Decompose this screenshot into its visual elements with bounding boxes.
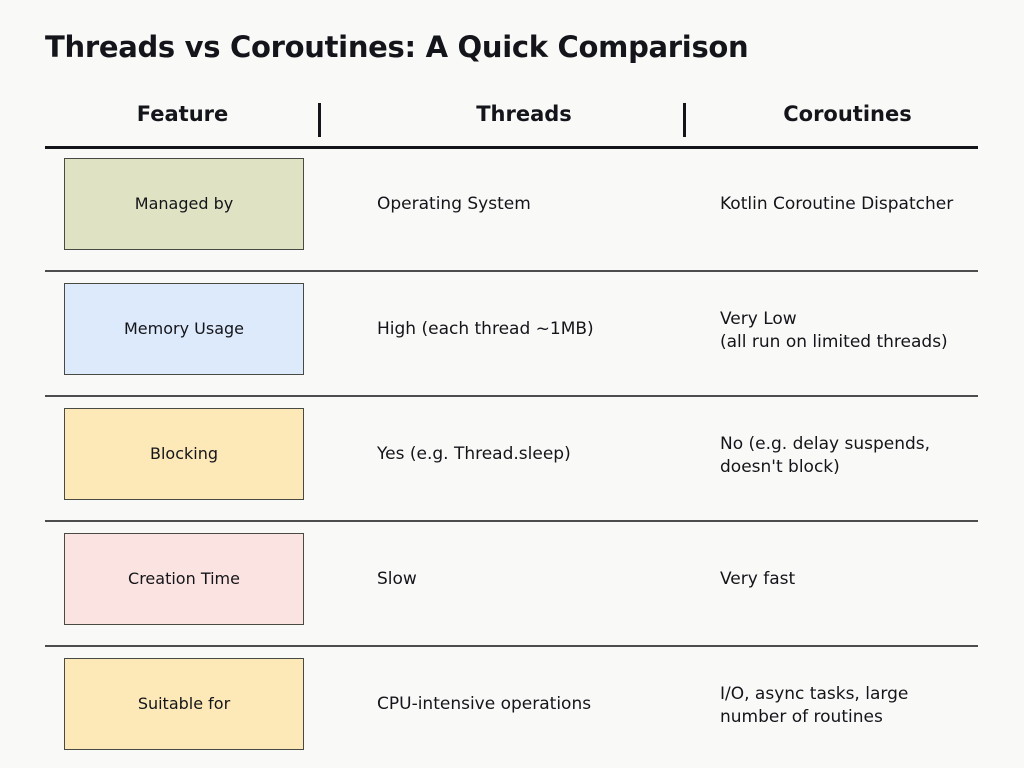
feature-box: Suitable for	[64, 658, 304, 750]
feature-label: Blocking	[149, 444, 218, 463]
feature-label: Managed by	[134, 194, 234, 213]
header-separator-icon-2	[683, 103, 686, 137]
page-title: Threads vs Coroutines: A Quick Compariso…	[45, 30, 749, 64]
threads-cell: CPU-intensive operations	[377, 694, 592, 714]
table-header-row: Feature Threads Coroutines	[45, 96, 978, 149]
table-body: Managed by Operating System Kotlin Corouti…	[45, 147, 978, 760]
row-divider	[45, 395, 978, 397]
feature-label: Creation Time	[128, 569, 240, 588]
comparison-table: Feature Threads Coroutines Managed by Ope…	[45, 96, 978, 760]
table-row: Blocking Yes (e.g. Thread.sleep) No (e.g. …	[45, 397, 978, 522]
coroutines-cell: Very fast	[720, 569, 796, 589]
coroutines-cell: No (e.g. delay suspends, doesn't block)	[720, 434, 931, 477]
column-header-coroutines: Coroutines	[783, 102, 912, 126]
coroutines-cell: Kotlin Coroutine Dispatcher	[720, 194, 954, 214]
coroutines-cell: I/O, async tasks, large number of routin…	[720, 684, 909, 727]
threads-cell: Slow	[377, 569, 417, 589]
header-rule	[45, 146, 978, 149]
feature-label: Suitable for	[137, 694, 231, 713]
header-separator-icon-1	[318, 103, 321, 137]
feature-box: Creation Time	[64, 533, 304, 625]
table-row: Memory Usage High (each thread ~1MB) Very …	[45, 272, 978, 397]
table-row: Managed by Operating System Kotlin Corouti…	[45, 147, 978, 272]
threads-cell: Operating System	[377, 194, 531, 214]
table-row: Suitable for CPU-intensive operations I/O,…	[45, 647, 978, 760]
feature-box: Memory Usage	[64, 283, 304, 375]
column-header-threads: Threads	[476, 102, 572, 126]
row-divider	[45, 520, 978, 522]
coroutines-cell: Very Low (all run on limited threads)	[720, 309, 948, 352]
threads-cell: Yes (e.g. Thread.sleep)	[377, 444, 571, 464]
feature-label: Memory Usage	[123, 319, 244, 338]
table-row: Creation Time Slow Very fast	[45, 522, 978, 647]
row-divider	[45, 270, 978, 272]
feature-box: Managed by	[64, 158, 304, 250]
feature-box: Blocking	[64, 408, 304, 500]
row-divider	[45, 645, 978, 647]
column-header-feature: Feature	[136, 102, 229, 126]
threads-cell: High (each thread ~1MB)	[377, 319, 594, 339]
